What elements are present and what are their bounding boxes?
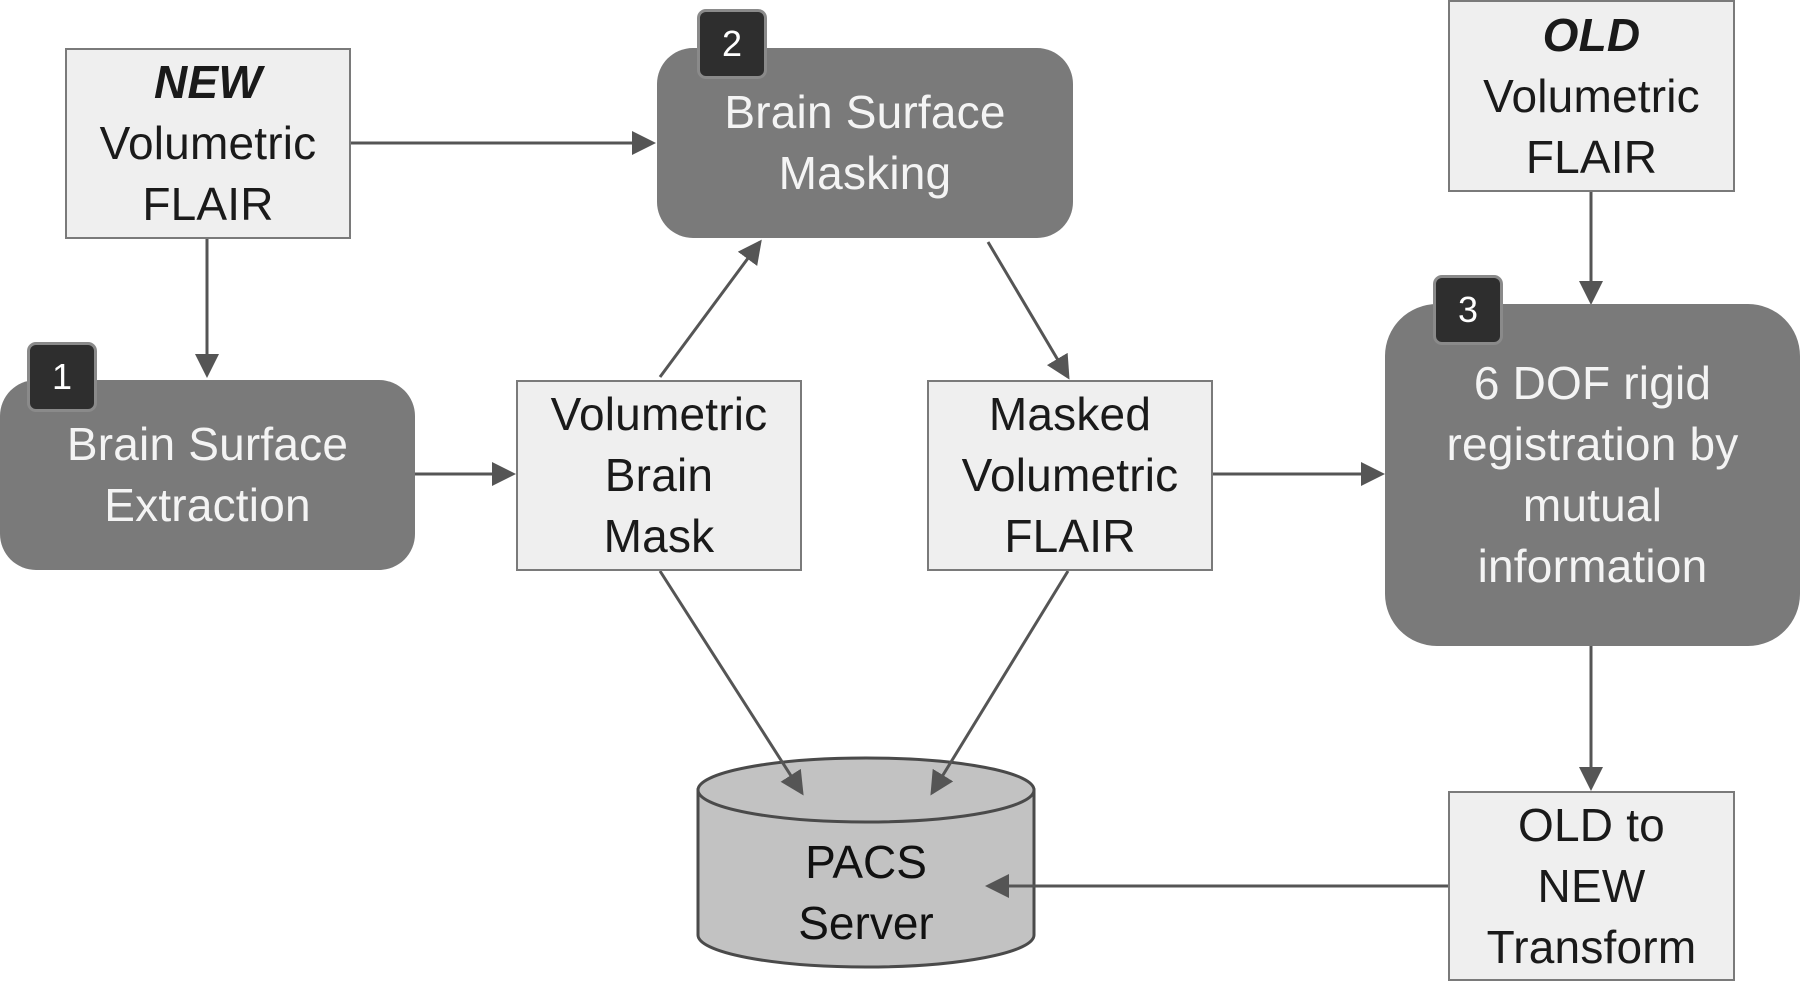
old-flair-label-line-2: Volumetric [1483, 69, 1700, 122]
brain-mask-label-line-2: Brain [604, 449, 714, 501]
transform-label-line-2: NEW [1537, 859, 1646, 912]
transform-label-line-1: OLD to [1518, 798, 1665, 851]
step-badge-3: 3 [1433, 275, 1503, 345]
transform-label-line-3: Transform [1486, 920, 1697, 973]
old-flair-label-line-1: OLD [1542, 8, 1641, 61]
new-flair-label-line-2: Volumetric [99, 117, 317, 169]
new-flair-label-line-1: NEW [154, 56, 262, 108]
registration-label-line-1: 6 DOF rigid [1473, 357, 1712, 409]
arrow-brain-mask-to-pacs [658, 570, 804, 796]
step-badge-1: 1 [27, 342, 97, 412]
masked-flair-label-line-2: Volumetric [961, 449, 1179, 501]
brain-mask-label-line-1: Volumetric [550, 388, 768, 440]
registration-label-line-2: registration by [1446, 418, 1739, 470]
masked-flair-label-line-1: Masked [988, 388, 1152, 440]
extraction-label-line-1: Brain Surface [66, 418, 349, 470]
brain-surface-masking-box: Brain Surface Masking [657, 48, 1073, 238]
pacs-label-line-1: PACS [805, 836, 927, 888]
masked-flair-label-line-3: FLAIR [1004, 510, 1136, 562]
volumetric-brain-mask-box: Volumetric Brain Mask [516, 380, 802, 571]
arrow-brain-mask-to-masking [658, 239, 762, 378]
pacs-label-line-2: Server [798, 897, 934, 949]
brain-mask-label-line-3: Mask [603, 510, 715, 562]
new-volumetric-flair-box: NEW Volumetric FLAIR [65, 48, 351, 239]
arrow-masking-to-masked-flair [986, 241, 1070, 380]
old-volumetric-flair-box: OLD Volumetric FLAIR [1448, 0, 1735, 192]
old-flair-label-line-3: FLAIR [1525, 130, 1658, 183]
masked-volumetric-flair-box: Masked Volumetric FLAIR [927, 380, 1213, 571]
arrow-masked-flair-to-pacs [930, 570, 1070, 796]
masking-label-line-1: Brain Surface [724, 86, 1006, 138]
rigid-registration-box: 6 DOF rigid registration by mutual infor… [1385, 304, 1800, 646]
step-badge-2: 2 [697, 9, 767, 79]
old-to-new-transform-box: OLD to NEW Transform [1448, 791, 1735, 981]
registration-label-line-3: mutual [1522, 479, 1663, 531]
new-flair-label-line-3: FLAIR [142, 178, 274, 230]
pacs-server-label: PACS Server [698, 832, 1034, 954]
registration-label-line-4: information [1477, 540, 1708, 592]
brain-surface-extraction-box: Brain Surface Extraction [0, 380, 415, 570]
extraction-label-line-2: Extraction [104, 479, 311, 531]
masking-label-line-2: Masking [778, 147, 952, 199]
